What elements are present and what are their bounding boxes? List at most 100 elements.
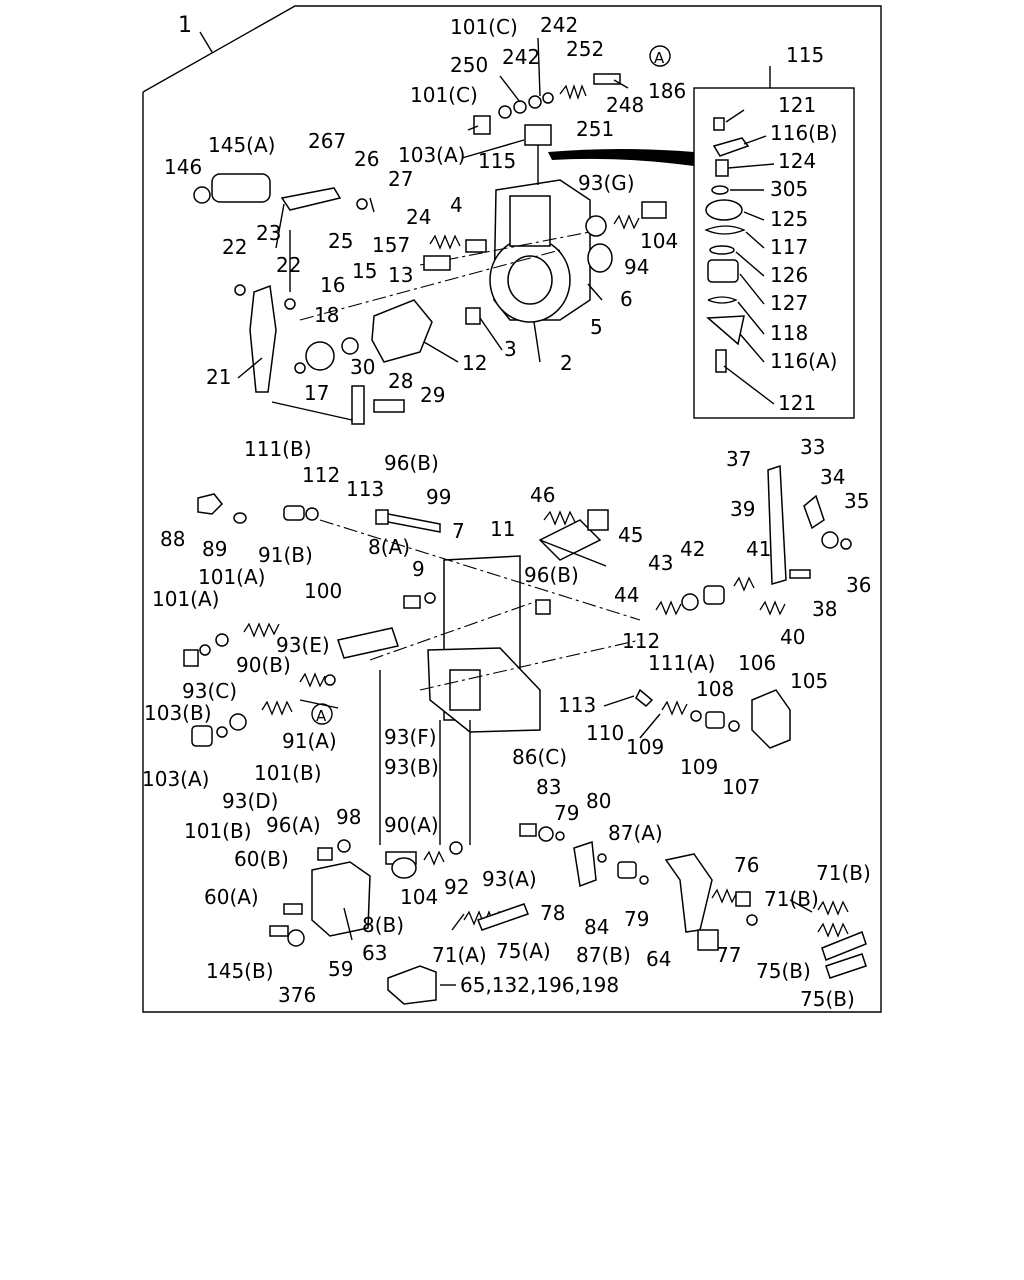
callout-label: 248 xyxy=(606,93,644,117)
inset-label: 116(B) xyxy=(770,121,838,145)
inset-label: 121 xyxy=(778,391,816,415)
callout-label: 59 xyxy=(328,957,353,981)
callout-label: 42 xyxy=(680,537,705,561)
callout-label: 15 xyxy=(352,259,377,283)
callout-label: 27 xyxy=(388,167,413,191)
callout-label: 96(A) xyxy=(266,813,321,837)
callout-label: 80 xyxy=(586,789,611,813)
callout-label: 115 xyxy=(478,149,516,173)
callout-label: 64 xyxy=(646,947,671,971)
callout-label: 99 xyxy=(426,485,451,509)
callout-label: 39 xyxy=(730,497,755,521)
callout-label: 112 xyxy=(302,463,340,487)
callout-label: 92 xyxy=(444,875,469,899)
callout-label: 21 xyxy=(206,365,231,389)
callout-label: 22 xyxy=(222,235,247,259)
callout-label: 43 xyxy=(648,551,673,575)
callout-label: 79 xyxy=(624,907,649,931)
assembly-callout: 1 xyxy=(178,13,192,38)
circle-ref-bottom: A xyxy=(311,703,333,725)
callout-label: 100 xyxy=(304,579,342,603)
callout-label: 87(A) xyxy=(608,821,663,845)
callout-label: 45 xyxy=(618,523,643,547)
circle-ref-top-label: A xyxy=(654,49,665,67)
callout-label: 242 xyxy=(540,13,578,37)
leader-lines xyxy=(237,37,813,931)
callout-label: 90(B) xyxy=(236,653,291,677)
callout-label: 41 xyxy=(746,537,771,561)
callout-label: 34 xyxy=(820,465,845,489)
callout-label: 113 xyxy=(346,477,384,501)
callout-label: 71(B) xyxy=(816,861,871,885)
callout-label: 94 xyxy=(624,255,649,279)
callout-label: 75(B) xyxy=(800,987,855,1011)
callout-label: 145(B) xyxy=(206,959,274,983)
callout-label: 22 xyxy=(276,253,301,277)
callout-label: 87(B) xyxy=(576,943,631,967)
callout-label: 103(A) xyxy=(142,767,209,791)
callout-label: 16 xyxy=(320,273,345,297)
callout-label: 98 xyxy=(336,805,361,829)
callout-label: 76 xyxy=(734,853,759,877)
callout-label: 101(C) xyxy=(450,15,518,39)
callout-label: 75(A) xyxy=(496,939,551,963)
callout-label: 252 xyxy=(566,37,604,61)
callout-label: 79 xyxy=(554,801,579,825)
callout-label: 29 xyxy=(420,383,445,407)
callout-label: 145(A) xyxy=(208,133,275,157)
inset-label: 127 xyxy=(770,291,808,315)
callout-label: 9 xyxy=(412,557,425,581)
callout-label: 11 xyxy=(490,517,515,541)
callout-label: 91(B) xyxy=(258,543,313,567)
callout-label: 93(G) xyxy=(578,171,635,195)
callout-label: 91(A) xyxy=(282,729,337,753)
callout-label: 93(A) xyxy=(482,867,537,891)
callout-label: 96(B) xyxy=(384,451,439,475)
circle-ref-top: A xyxy=(649,45,671,67)
inset-callout: 115 xyxy=(786,43,824,67)
callout-label: 93(D) xyxy=(222,789,278,813)
callout-label: 157 xyxy=(372,233,410,257)
callout-label: 40 xyxy=(780,625,805,649)
inset-box xyxy=(548,66,855,419)
callout-label: 101(B) xyxy=(254,761,322,785)
lower-housing-assembly xyxy=(183,464,867,1005)
callout-label: 93(C) xyxy=(182,679,237,703)
callout-label: 2 xyxy=(560,351,573,375)
callout-label: 109 xyxy=(626,735,664,759)
callout-label: 28 xyxy=(388,369,413,393)
callout-label: 17 xyxy=(304,381,329,405)
callout-label: 84 xyxy=(584,915,609,939)
callout-label: 36 xyxy=(846,573,871,597)
callout-label: 46 xyxy=(530,483,555,507)
callout-label: 101(C) xyxy=(410,83,478,107)
callout-label: 146 xyxy=(164,155,202,179)
callout-label: 96(B) xyxy=(524,563,579,587)
callout-label: 93(F) xyxy=(384,725,437,749)
callout-label: 242 xyxy=(502,45,540,69)
callout-label: 26 xyxy=(354,147,379,171)
callout-label: 90(A) xyxy=(384,813,439,837)
callout-label: 5 xyxy=(590,315,603,339)
callout-label: 83 xyxy=(536,775,561,799)
callout-label: 33 xyxy=(800,435,825,459)
callout-label: 24 xyxy=(406,205,431,229)
callout-label: 93(E) xyxy=(276,633,330,657)
assembly-frame xyxy=(142,5,882,1013)
callout-label: 38 xyxy=(812,597,837,621)
upper-cover-assembly xyxy=(193,73,667,425)
inset-label: 305 xyxy=(770,177,808,201)
callout-label: 86(C) xyxy=(512,745,567,769)
callout-label: 8(A) xyxy=(368,535,410,559)
callout-label: 113 xyxy=(558,693,596,717)
callout-label: 65,132,196,198 xyxy=(460,973,619,997)
callout-label: 4 xyxy=(450,193,463,217)
callout-label: 108 xyxy=(696,677,734,701)
callout-label: 104 xyxy=(400,885,438,909)
callout-label: 186 xyxy=(648,79,686,103)
callout-label: 267 xyxy=(308,129,346,153)
callout-label: 7 xyxy=(452,519,465,543)
callout-label: 78 xyxy=(540,901,565,925)
inset-label: 125 xyxy=(770,207,808,231)
